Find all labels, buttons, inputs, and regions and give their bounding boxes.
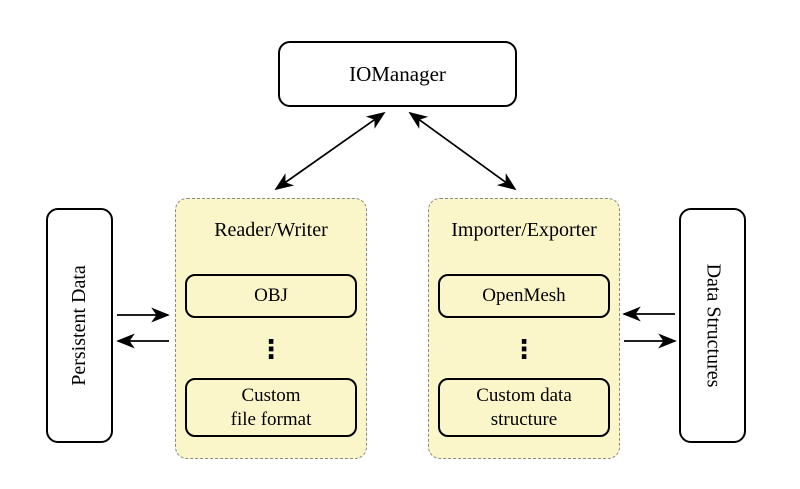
- node-obj: OBJ: [185, 274, 357, 318]
- arrow-iomanager-readerwriter: [274, 111, 386, 191]
- node-iomanager-label: IOManager: [349, 61, 446, 86]
- group-reader-writer-label: Reader/Writer: [214, 219, 328, 241]
- node-custom-file-format-line2: file format: [230, 408, 312, 430]
- node-persistent-data-label: Persistent Data: [68, 265, 90, 386]
- node-custom-file-format: Custom file format: [185, 378, 357, 437]
- node-data-structures-label: Data Structures: [702, 263, 725, 388]
- node-openmesh: OpenMesh: [438, 274, 610, 318]
- node-data-structures: Data Structures: [679, 208, 746, 443]
- node-custom-data-structure-line2: structure: [490, 408, 558, 430]
- node-obj-label: OBJ: [254, 285, 288, 306]
- ellipsis-importer-exporter: ⋮: [511, 335, 537, 365]
- ellipsis-reader-writer: ⋮: [258, 335, 284, 365]
- group-importer-exporter-label: Importer/Exporter: [451, 219, 597, 241]
- arrow-iomanager-importerexporter: [408, 111, 517, 191]
- node-custom-file-format-line1: Custom: [241, 384, 301, 406]
- node-persistent-data: Persistent Data: [46, 208, 113, 443]
- node-iomanager: IOManager: [278, 41, 517, 107]
- node-custom-data-structure-line1: Custom data: [476, 384, 572, 406]
- node-custom-data-structure: Custom data structure: [438, 378, 610, 437]
- node-openmesh-label: OpenMesh: [482, 285, 566, 306]
